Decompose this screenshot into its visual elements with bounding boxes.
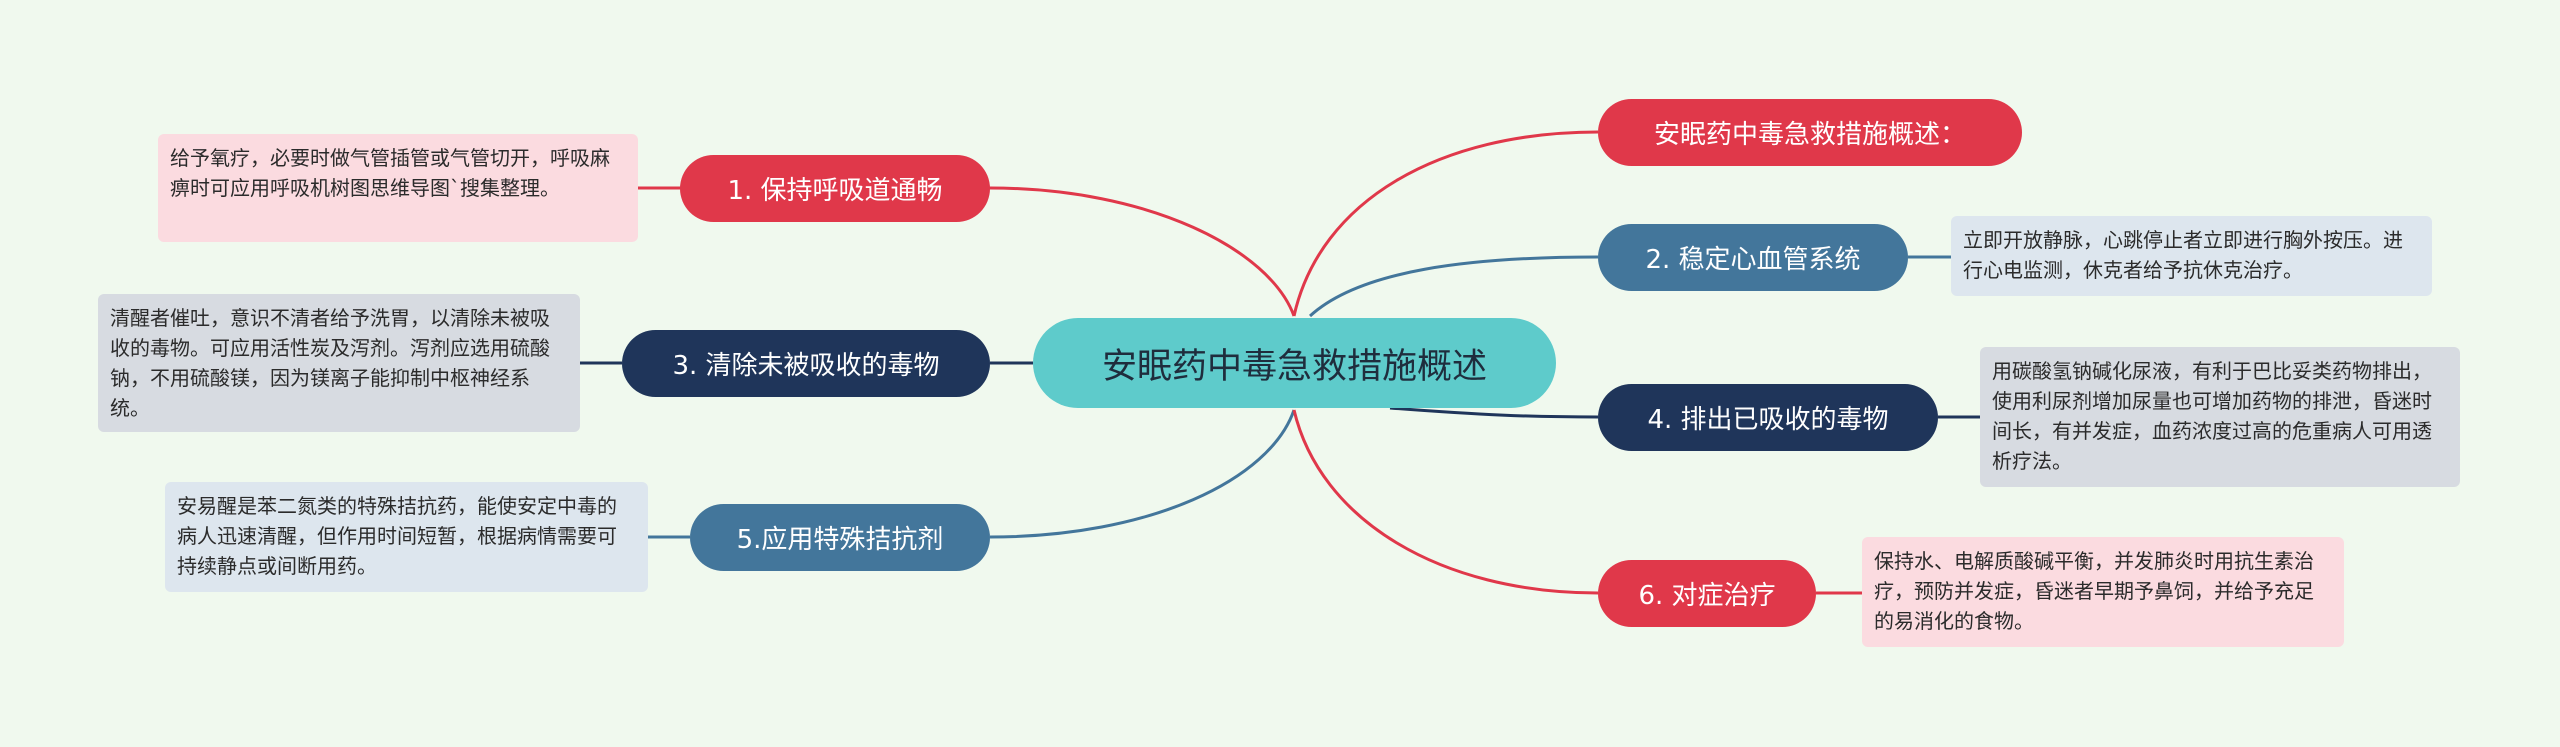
note-branch-4-text: 用碳酸氢钠碱化尿液，有利于巴比妥类药物排出，使用利尿剂增加尿量也可增加药物的排泄…: [1992, 359, 2432, 473]
branch-2-label: 2. 稳定心血管系统: [1645, 245, 1861, 275]
branch-1-label: 1. 保持呼吸道通畅: [727, 176, 943, 206]
note-branch-6[interactable]: 保持水、电解质酸碱平衡，并发肺炎时用抗生素治疗，预防并发症，昏迷者早期予鼻饲，并…: [1862, 537, 2344, 647]
branch-4-excrete-absorbed[interactable]: 4. 排出已吸收的毒物: [1598, 384, 1938, 451]
note-branch-2[interactable]: 立即开放静脉，心跳停止者立即进行胸外按压。进行心电监测，休克者给予抗休克治疗。: [1951, 216, 2432, 296]
branch-2-cardiovascular[interactable]: 2. 稳定心血管系统: [1598, 224, 1908, 291]
note-branch-6-text: 保持水、电解质酸碱平衡，并发肺炎时用抗生素治疗，预防并发症，昏迷者早期予鼻饲，并…: [1874, 549, 2314, 633]
branch-6-symptomatic[interactable]: 6. 对症治疗: [1598, 560, 1816, 627]
note-branch-2-text: 立即开放静脉，心跳停止者立即进行胸外按压。进行心电监测，休克者给予抗休克治疗。: [1963, 228, 2403, 282]
branch-overview-label: 安眠药中毒急救措施概述：: [1653, 120, 1966, 150]
branch-overview[interactable]: 安眠药中毒急救措施概述：: [1598, 99, 2022, 166]
note-branch-1[interactable]: 给予氧疗，必要时做气管插管或气管切开，呼吸麻痹时可应用呼吸机树图思维导图`搜集整…: [158, 134, 638, 242]
note-branch-5-text: 安易醒是苯二氮类的特殊拮抗药，能使安定中毒的病人迅速清醒，但作用时间短暂，根据病…: [177, 494, 617, 578]
branch-1-airway[interactable]: 1. 保持呼吸道通畅: [680, 155, 990, 222]
link-branch-4: [1389, 406, 1599, 419]
root-topic-label: 安眠药中毒急救措施概述: [1101, 346, 1487, 387]
link-branch-overview: [1292, 130, 1599, 317]
note-branch-3[interactable]: 清醒者催吐，意识不清者给予洗胃，以清除未被吸收的毒物。可应用活性炭及泻剂。泻剂应…: [98, 294, 580, 432]
link-branch-5: [989, 409, 1296, 539]
branch-4-label: 4. 排出已吸收的毒物: [1647, 405, 1889, 435]
note-branch-5[interactable]: 安易醒是苯二氮类的特殊拮抗药，能使安定中毒的病人迅速清醒，但作用时间短暂，根据病…: [165, 482, 648, 592]
link-branch-1: [989, 186, 1296, 317]
note-branch-3-text: 清醒者催吐，意识不清者给予洗胃，以清除未被吸收的毒物。可应用活性炭及泻剂。泻剂应…: [110, 306, 550, 420]
branch-3-remove-unabsorbed[interactable]: 3. 清除未被吸收的毒物: [622, 330, 990, 397]
link-branch-2: [1308, 255, 1599, 318]
root-topic[interactable]: 安眠药中毒急救措施概述: [1033, 318, 1556, 408]
branch-3-label: 3. 清除未被吸收的毒物: [672, 351, 940, 381]
link-branch-6: [1292, 409, 1599, 595]
note-branch-1-text: 给予氧疗，必要时做气管插管或气管切开，呼吸麻痹时可应用呼吸机树图思维导图`搜集整…: [170, 146, 610, 200]
branch-5-antagonist[interactable]: 5.应用特殊拮抗剂: [690, 504, 990, 571]
branch-5-label: 5.应用特殊拮抗剂: [736, 525, 944, 555]
note-branch-4[interactable]: 用碳酸氢钠碱化尿液，有利于巴比妥类药物排出，使用利尿剂增加尿量也可增加药物的排泄…: [1980, 347, 2460, 487]
branch-6-label: 6. 对症治疗: [1638, 581, 1776, 611]
